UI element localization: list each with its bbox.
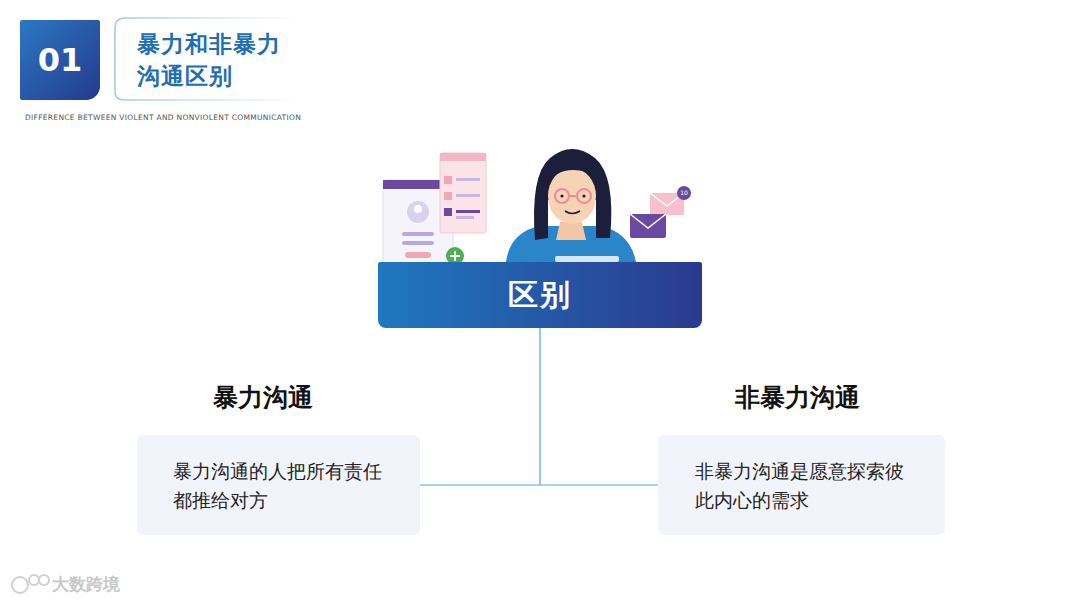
center-box: 区别 [378, 262, 702, 328]
document [440, 153, 486, 233]
title: 暴力和非暴力 沟通区别 [137, 28, 287, 92]
box-heading: 暴力沟通 [213, 381, 313, 414]
connector [420, 328, 540, 485]
title-frame [115, 18, 300, 100]
envelope [630, 186, 691, 238]
badge-count: 10 [679, 188, 689, 198]
watermark: 大数跨境 [52, 573, 120, 596]
number-badge: 01 [20, 20, 100, 100]
watermark-icon [12, 575, 49, 593]
box-body: 暴力沟通的人把所有责任都推给对方 [173, 457, 390, 515]
box-heading: 非暴力沟通 [735, 381, 860, 414]
connector [540, 328, 658, 485]
box-body: 非暴力沟通是愿意探索彼此内心的需求 [695, 457, 915, 515]
number: 01 [38, 41, 83, 79]
woman-figure [506, 149, 636, 262]
text-box: 暴力沟通暴力沟通的人把所有责任都推给对方 [137, 435, 420, 535]
center-label: 区别 [508, 275, 572, 316]
subtitle: DIFFERENCE BETWEEN VIOLENT AND NONVIOLEN… [25, 113, 301, 122]
text-box: 非暴力沟通非暴力沟通是愿意探索彼此内心的需求 [658, 435, 945, 535]
